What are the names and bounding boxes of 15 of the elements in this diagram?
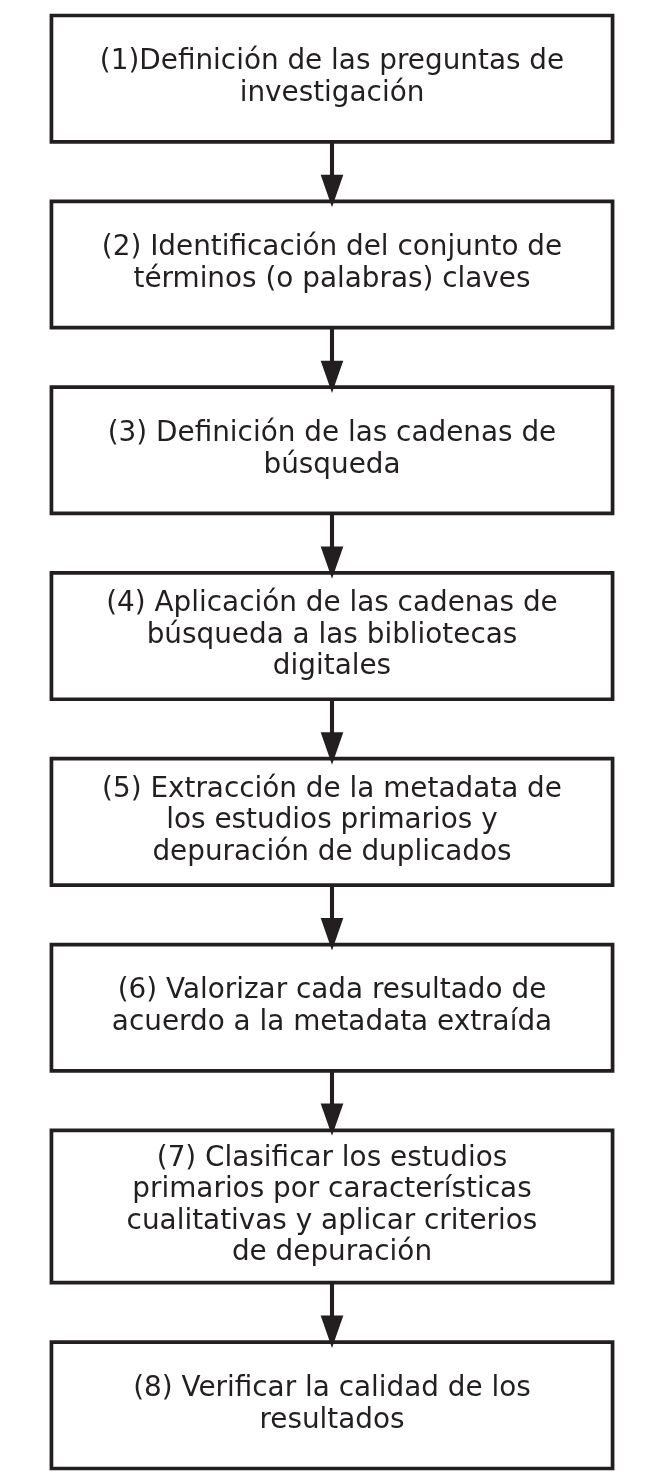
arrow	[320, 328, 344, 394]
arrow	[320, 1283, 344, 1348]
arrow	[320, 885, 344, 951]
node-box: (2) Identificación del conjunto de términos (o palabras) claves	[49, 199, 615, 330]
node-box: (1)Definición de las preguntas de investigación	[49, 13, 615, 144]
arrow	[320, 1071, 344, 1136]
arrow	[320, 513, 344, 579]
node-box: (3) Definición de las cadenas de búsqueda	[49, 385, 615, 516]
node-box: (7) Clasificar los estudios primarios por características cualitativas y aplicar criterios de depuración	[49, 1128, 615, 1285]
node-box: (6) Valorizar cada resultado de acuerdo a la metadata extraída	[49, 942, 615, 1073]
arrow	[320, 142, 344, 208]
arrow	[320, 699, 344, 765]
node-box: (4) Aplicación de las cadenas de búsqueda a las bibliotecas digitales	[49, 571, 615, 702]
node-box: (8) Verificar la calidad de los resultados	[49, 1340, 615, 1471]
node-box: (5) Extracción de la metadata de los estudios primarios y depuración de duplicados	[49, 756, 615, 887]
